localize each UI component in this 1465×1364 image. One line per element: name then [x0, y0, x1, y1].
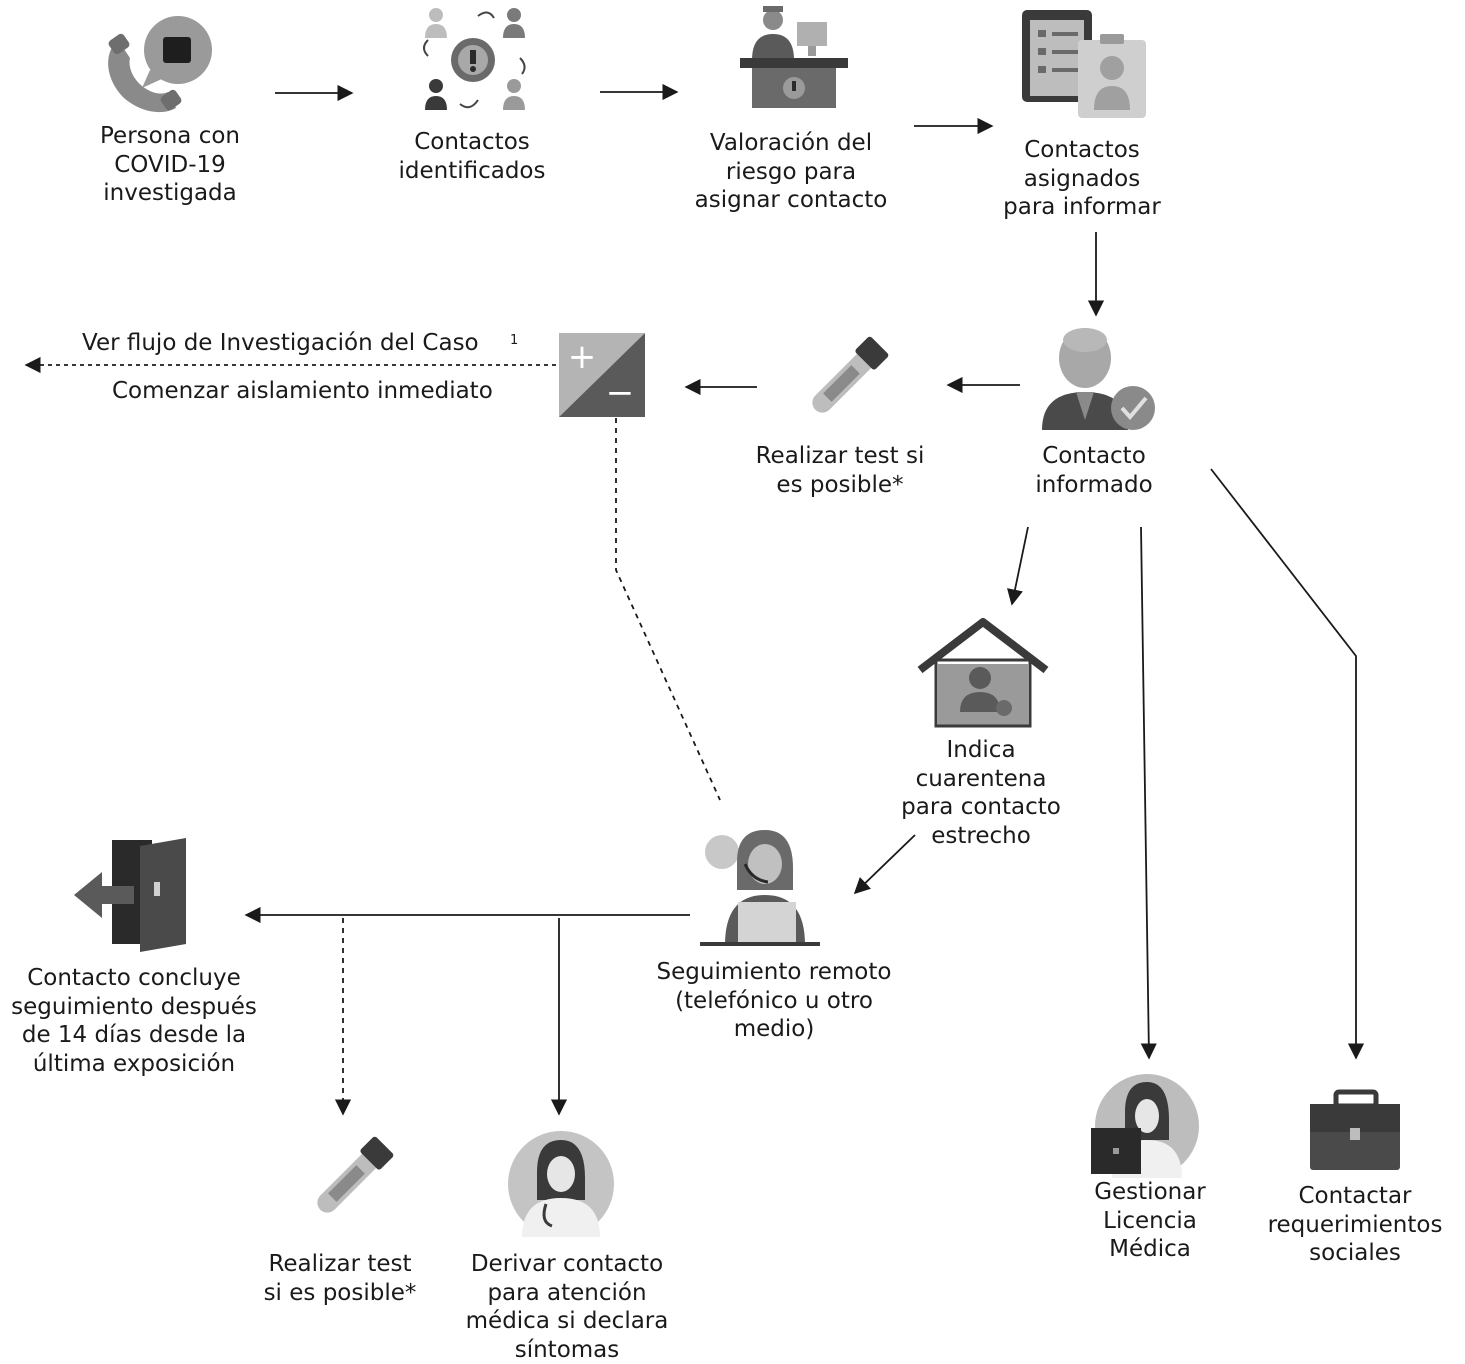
doctor-icon — [508, 1131, 614, 1237]
arrow-informado-to-cuarentena — [1007, 526, 1029, 606]
test-tube-icon — [317, 1136, 394, 1213]
footnote-marker: 1 — [510, 333, 519, 348]
phone-chat-icon — [108, 16, 212, 113]
dashed-result-to-seguimiento — [615, 418, 721, 801]
person-check-icon — [1042, 328, 1155, 430]
briefcase-icon — [1310, 1089, 1400, 1170]
arrow-cuarentena-to-seguimiento — [853, 834, 916, 895]
exit-door-icon — [74, 838, 186, 952]
connectors — [24, 83, 1365, 1116]
minus-sign: − — [606, 373, 635, 413]
home-quarantine-icon — [917, 618, 1049, 728]
doctor-license-icon — [1091, 1074, 1199, 1178]
test-tube-icon — [812, 336, 889, 413]
arrow-informado-to-licencia — [1140, 526, 1157, 1060]
contacts-network-icon — [423, 8, 526, 110]
arrow-informado-to-sociales — [1210, 468, 1365, 1060]
aislamiento-label: Comenzar aislamiento inmediato — [112, 378, 493, 404]
plus-minus-result-icon: + − — [559, 333, 645, 417]
clipboard-badge-icon — [1022, 10, 1146, 118]
plus-sign: + — [568, 337, 597, 377]
flujo-investigacion-label: Ver flujo de Investigación del Caso — [82, 330, 479, 356]
headset-operator-icon — [700, 830, 820, 946]
reception-desk-icon — [740, 6, 848, 108]
